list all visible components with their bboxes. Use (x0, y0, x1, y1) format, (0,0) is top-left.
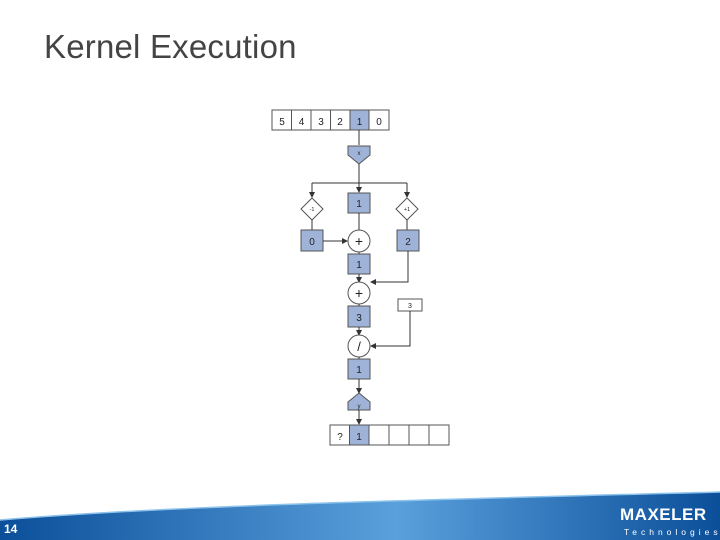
divider-symbol: / (357, 339, 361, 354)
offset-minus-label: -1 (310, 207, 315, 213)
constant-value: 3 (408, 303, 412, 310)
adder-1-symbol: + (355, 233, 363, 249)
output-label: y (358, 404, 361, 410)
input-cell: 4 (299, 117, 305, 128)
input-label: x (358, 151, 361, 157)
sum-1-value: 1 (356, 260, 362, 271)
offset-plus-label: +1 (404, 207, 410, 213)
current-value: 1 (356, 199, 362, 210)
input-cell: 5 (279, 117, 285, 128)
result-value: 1 (356, 365, 362, 376)
slide-title: Kernel Execution (44, 28, 297, 65)
sum-2-value: 3 (356, 313, 362, 324)
input-cell: 2 (337, 117, 343, 128)
input-cell: 3 (318, 117, 324, 128)
output-stream: ? 1 (329, 424, 450, 446)
input-cell-current: 1 (357, 117, 363, 128)
prev-value: 0 (309, 237, 315, 248)
slide-number: 14 (4, 522, 18, 536)
output-node-y (347, 392, 371, 411)
input-node-x (347, 145, 371, 165)
footer-band (0, 491, 720, 540)
logo-main-text: MAXELER (620, 505, 707, 524)
maxeler-logo: MAXELER Technologies (620, 505, 718, 539)
input-cell: 0 (376, 117, 382, 128)
adder-2-symbol: + (355, 285, 363, 301)
logo-sub-text: Technologies (624, 527, 720, 537)
output-cell-current: 1 (356, 432, 362, 443)
input-stream: 5 4 3 2 1 0 (271, 109, 390, 131)
output-cell: ? (337, 432, 343, 443)
next-value: 2 (405, 237, 411, 248)
